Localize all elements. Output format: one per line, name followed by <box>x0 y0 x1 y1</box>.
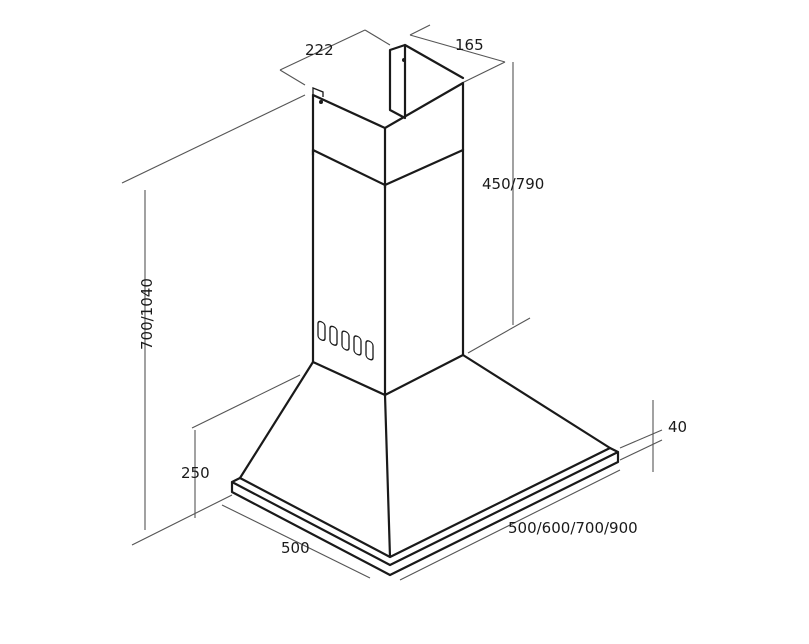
label-total-height: 700/1040 <box>138 278 156 350</box>
label-rim-thickness: 40 <box>668 418 687 436</box>
label-canopy-height: 250 <box>181 464 210 482</box>
label-width-options: 500/600/700/900 <box>508 519 638 537</box>
dimension-lines <box>121 24 663 581</box>
vent-slots <box>317 320 374 361</box>
hood-body <box>230 43 620 577</box>
label-chimney-depth: 165 <box>455 36 484 54</box>
dimension-labels: 222 165 450/790 700/1040 250 40 500 500/… <box>138 36 687 557</box>
base-rim <box>230 446 620 577</box>
label-depth: 500 <box>281 539 310 557</box>
label-chimney-height: 450/790 <box>482 175 544 193</box>
label-chimney-width: 222 <box>305 41 334 59</box>
upper-chimney <box>311 43 465 190</box>
lower-chimney <box>311 148 465 397</box>
canopy <box>238 353 612 559</box>
